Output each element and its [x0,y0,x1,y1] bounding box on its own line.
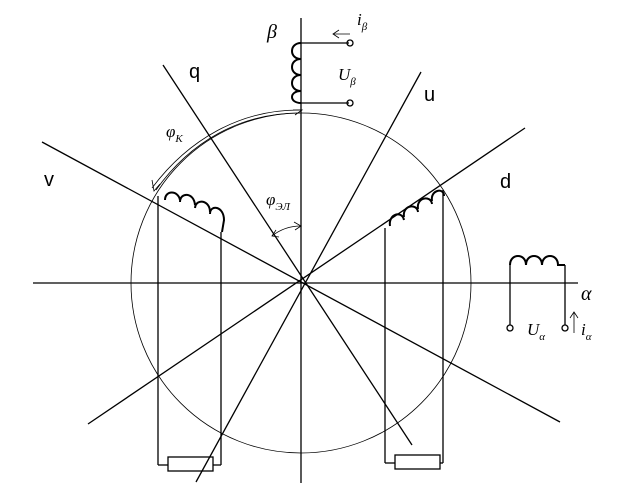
i-alpha-label: iα [581,320,592,343]
phi-el-label: φЭЛ [266,190,290,213]
beta-axis-label: β [266,21,277,43]
alpha-stator-winding [506,255,579,333]
d-axis [87,127,526,425]
u-axis [195,71,422,483]
v-axis [41,141,561,423]
q-axis [162,64,413,446]
rotor-winding-right [384,189,445,470]
i-beta-label: iβ [357,10,368,33]
beta-stator-winding [291,29,354,107]
u-axis-label: u [424,84,435,106]
u-alpha-label: Uα [527,320,545,343]
u-beta-label: Uβ [338,65,356,88]
phi-k-arc-2 [151,109,303,189]
phi-k-arc [155,112,301,191]
phi-k-label: φК [166,122,183,145]
v-axis-label: v [44,169,54,191]
alpha-axis-label: α [581,283,592,305]
phi-el-arc [271,225,302,237]
d-axis-label: d [500,171,511,193]
rotor-winding-left [157,191,226,472]
q-axis-label: q [189,61,200,83]
